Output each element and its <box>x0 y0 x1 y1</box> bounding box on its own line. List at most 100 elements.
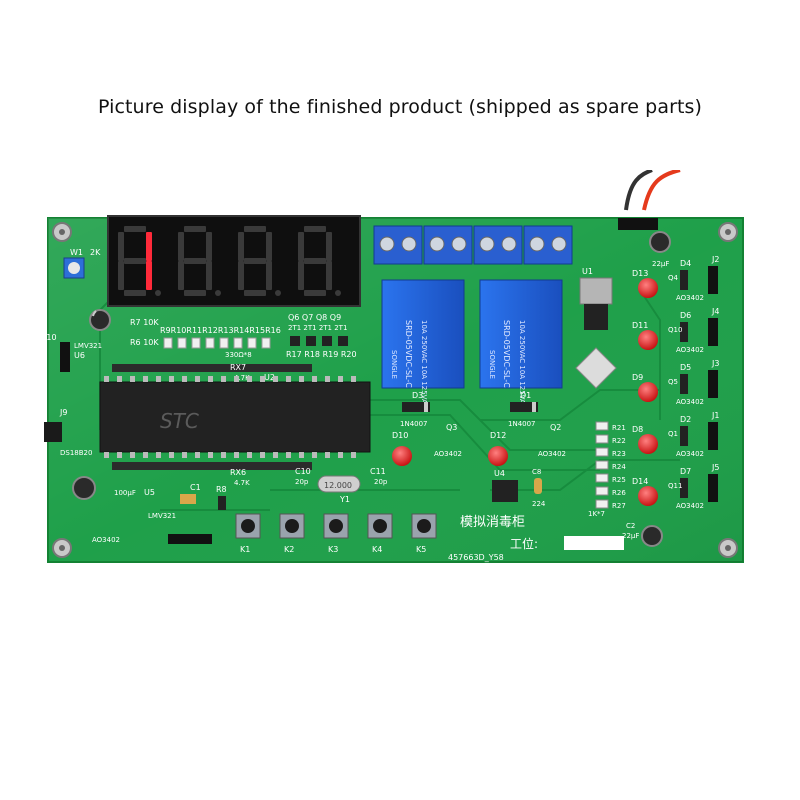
mcu-pin <box>351 376 356 382</box>
led-label: D13 <box>632 269 648 278</box>
svg-text:C1: C1 <box>190 483 201 492</box>
svg-text:D3: D3 <box>412 391 423 400</box>
screw-terminals <box>373 225 573 265</box>
key-button[interactable]: K2 <box>279 513 305 554</box>
diode <box>680 322 688 342</box>
diode <box>680 478 688 498</box>
segment <box>146 232 152 261</box>
svg-text:J9: J9 <box>59 408 67 417</box>
led: D11 <box>632 321 658 350</box>
transistor-label: AO3402 <box>676 294 704 302</box>
mcu-pin <box>338 452 343 458</box>
mcu-pin <box>221 452 226 458</box>
svg-text:D12: D12 <box>490 431 506 440</box>
header-label: J1 <box>711 411 719 420</box>
mcu-chip: STC <box>99 376 371 458</box>
svg-text:SONGLE: SONGLE <box>488 350 496 379</box>
segment <box>244 290 266 296</box>
led: D9 <box>632 373 658 402</box>
svg-text:U1: U1 <box>582 267 593 276</box>
mcu-pin <box>195 376 200 382</box>
transistor-ref: Q1 <box>668 430 678 438</box>
electrolytic-capacitor-left <box>89 309 111 331</box>
smd-resistor <box>595 486 609 496</box>
board-code: 457663D_Y58 <box>448 553 504 562</box>
led-label: D8 <box>632 425 643 434</box>
mcu-pin <box>143 376 148 382</box>
led-d10: D10 <box>392 431 412 466</box>
svg-text:LMV321: LMV321 <box>74 342 102 350</box>
key-label: K3 <box>328 545 338 554</box>
resistor-label: R22 <box>612 437 626 445</box>
segment <box>206 232 212 261</box>
svg-text:1N4007: 1N4007 <box>508 420 536 428</box>
r8-label: R8 <box>216 485 227 494</box>
transistor-ref: Q5 <box>668 378 678 386</box>
resistor-label: R24 <box>612 463 626 471</box>
resistor-array-row: R7 10K R6 10K R9R10R11R12R13R14R15R16 33… <box>130 318 348 359</box>
terminal-block <box>423 225 473 265</box>
segment <box>124 226 146 232</box>
electrolytic-capacitor-top-right: 22μF <box>649 231 671 268</box>
header-bottom <box>168 534 212 544</box>
display-digit <box>298 226 341 296</box>
pin-header <box>708 474 718 502</box>
ceramic-capacitor-c1 <box>180 494 196 504</box>
led-label: D11 <box>632 321 648 330</box>
pin-header <box>708 370 718 398</box>
segment <box>124 258 146 264</box>
mcu-pin <box>169 376 174 382</box>
key-button[interactable]: K1 <box>235 513 261 554</box>
temperature-sensor-ds18b20: J9 DS18B20 <box>44 408 92 457</box>
mcu-pin <box>338 376 343 382</box>
smd-resistor <box>247 337 257 349</box>
mcu-pin <box>234 452 239 458</box>
segment <box>266 232 272 261</box>
resistor-network-rx6 <box>112 462 312 470</box>
segment <box>326 261 332 290</box>
smd-resistor <box>177 337 187 349</box>
pcb-photo: W1 2K R7 10K R6 10K R9R10R11R12R13R14R15… <box>40 168 760 590</box>
segment <box>184 226 206 232</box>
mcu-pin <box>130 376 135 382</box>
svg-text:J10: J10 <box>43 333 57 342</box>
electrolytic-capacitor-lower: 100μF U5 C1 LMV321 AO3402 <box>72 476 201 544</box>
q-type-label: 2T1 2T1 2T1 2T1 <box>288 324 347 332</box>
svg-text:10A 250VAC 10A 125VAC: 10A 250VAC 10A 125VAC <box>518 320 526 409</box>
transistor-ref: Q4 <box>668 274 679 282</box>
mcu-pin <box>104 376 109 382</box>
led: D13 <box>632 269 658 298</box>
mcu-pin <box>117 376 122 382</box>
q-row-label: Q6 Q7 Q8 Q9 <box>288 313 341 322</box>
key-button[interactable]: K5 <box>411 513 437 554</box>
smd-resistor <box>595 421 609 431</box>
mcu-pin <box>104 452 109 458</box>
mcu-pin <box>299 452 304 458</box>
station-label: 工位: <box>510 536 538 551</box>
key-button[interactable]: K3 <box>323 513 349 554</box>
voltage-regulator-u1: U1 <box>575 267 617 389</box>
svg-text:1N4007: 1N4007 <box>400 420 428 428</box>
header-label: J3 <box>711 359 719 368</box>
mcu-pin <box>117 452 122 458</box>
diode <box>680 374 688 394</box>
smd-resistor <box>595 499 609 509</box>
right-headers: J2D4Q4AO3402J4D6Q10AO3402J3D5Q5AO3402J1D… <box>668 255 719 510</box>
mcu-pin <box>325 452 330 458</box>
segment <box>266 261 272 290</box>
decimal-point <box>335 290 341 296</box>
display-digit <box>118 226 161 296</box>
svg-text:AO3402: AO3402 <box>434 450 462 458</box>
diode <box>680 270 688 290</box>
segment <box>118 232 124 261</box>
caption-text: Picture display of the finished product … <box>97 96 703 118</box>
relay-right: SRD-05VDC-SL-C 10A 250VAC 10A 125VAC SON… <box>479 279 563 409</box>
mcu-pin <box>221 376 226 382</box>
potentiometer-w1: W1 2K <box>63 248 101 279</box>
key-button[interactable]: K4 <box>367 513 393 554</box>
svg-text:2K: 2K <box>90 248 101 257</box>
resistor-label: R21 <box>612 424 626 432</box>
